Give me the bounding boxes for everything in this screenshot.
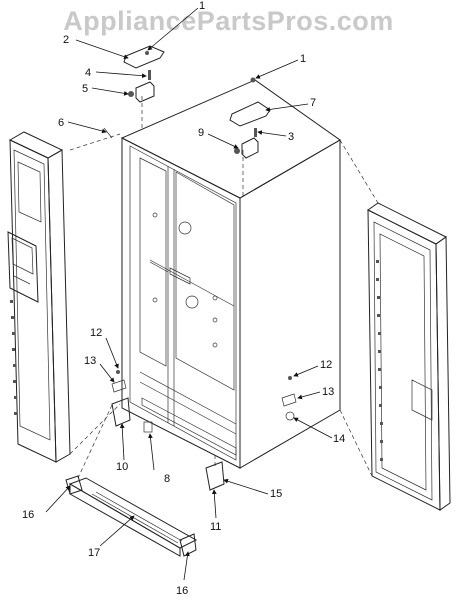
svg-text:17: 17 [88,547,100,559]
svg-text:16: 16 [22,509,34,521]
refrigerator-cabinet [120,79,341,469]
svg-text:14: 14 [333,433,345,445]
door-closer-cam [143,421,153,433]
callout-8: 8 [148,433,170,485]
callout-16-left: 16 [22,485,71,521]
svg-text:16: 16 [176,585,188,597]
callout-6: 6 [58,117,107,134]
door-stop [103,127,113,139]
callout-5: 5 [82,83,129,96]
freezer-door [7,131,71,463]
svg-text:1: 1 [300,53,306,65]
svg-text:6: 6 [58,117,64,129]
callout-12-right: 12 [293,359,332,377]
svg-text:4: 4 [85,67,91,79]
svg-text:12: 12 [90,327,102,339]
callout-10: 10 [116,423,128,473]
svg-text:7: 7 [310,97,316,109]
svg-text:13: 13 [84,355,96,367]
callout-16-bottom: 16 [176,551,190,597]
callout-9: 9 [198,127,239,149]
lower-left-hinge [111,370,131,427]
svg-text:9: 9 [198,127,204,139]
upper-right-hinge-cover [229,101,271,127]
svg-text:1: 1 [199,0,205,12]
callout-15: 15 [223,478,282,500]
callout-14: 14 [293,417,345,445]
upper-left-hinge [128,70,155,103]
svg-text:10: 10 [116,461,128,473]
watermark: AppliancePartsPros.com [63,6,394,36]
callout-11: 11 [210,489,221,533]
callout-12-left: 12 [90,327,119,369]
lower-right-hinge [205,376,297,491]
upper-right-hinge [234,77,259,159]
svg-text:2: 2 [63,34,69,46]
callout-13-left: 13 [84,355,115,383]
svg-text:11: 11 [210,521,221,533]
fresh-food-door [367,202,451,511]
callout-17: 17 [88,515,135,559]
upper-left-hinge-cover [123,45,165,69]
toe-grille [65,475,198,557]
svg-text:3: 3 [288,131,294,143]
callout-2: 2 [63,34,129,59]
svg-text:12: 12 [320,359,332,371]
svg-text:13: 13 [322,386,334,398]
callout-7: 7 [265,97,316,112]
svg-text:8: 8 [164,473,170,485]
svg-text:5: 5 [82,83,88,95]
callout-1-right: 1 [255,53,306,79]
assembly-lines [69,96,379,479]
callout-4: 4 [85,67,147,79]
callout-1-top: 1 [147,0,205,51]
callout-13-right: 13 [297,386,334,400]
svg-text:15: 15 [270,488,282,500]
callout-3: 3 [257,130,294,143]
